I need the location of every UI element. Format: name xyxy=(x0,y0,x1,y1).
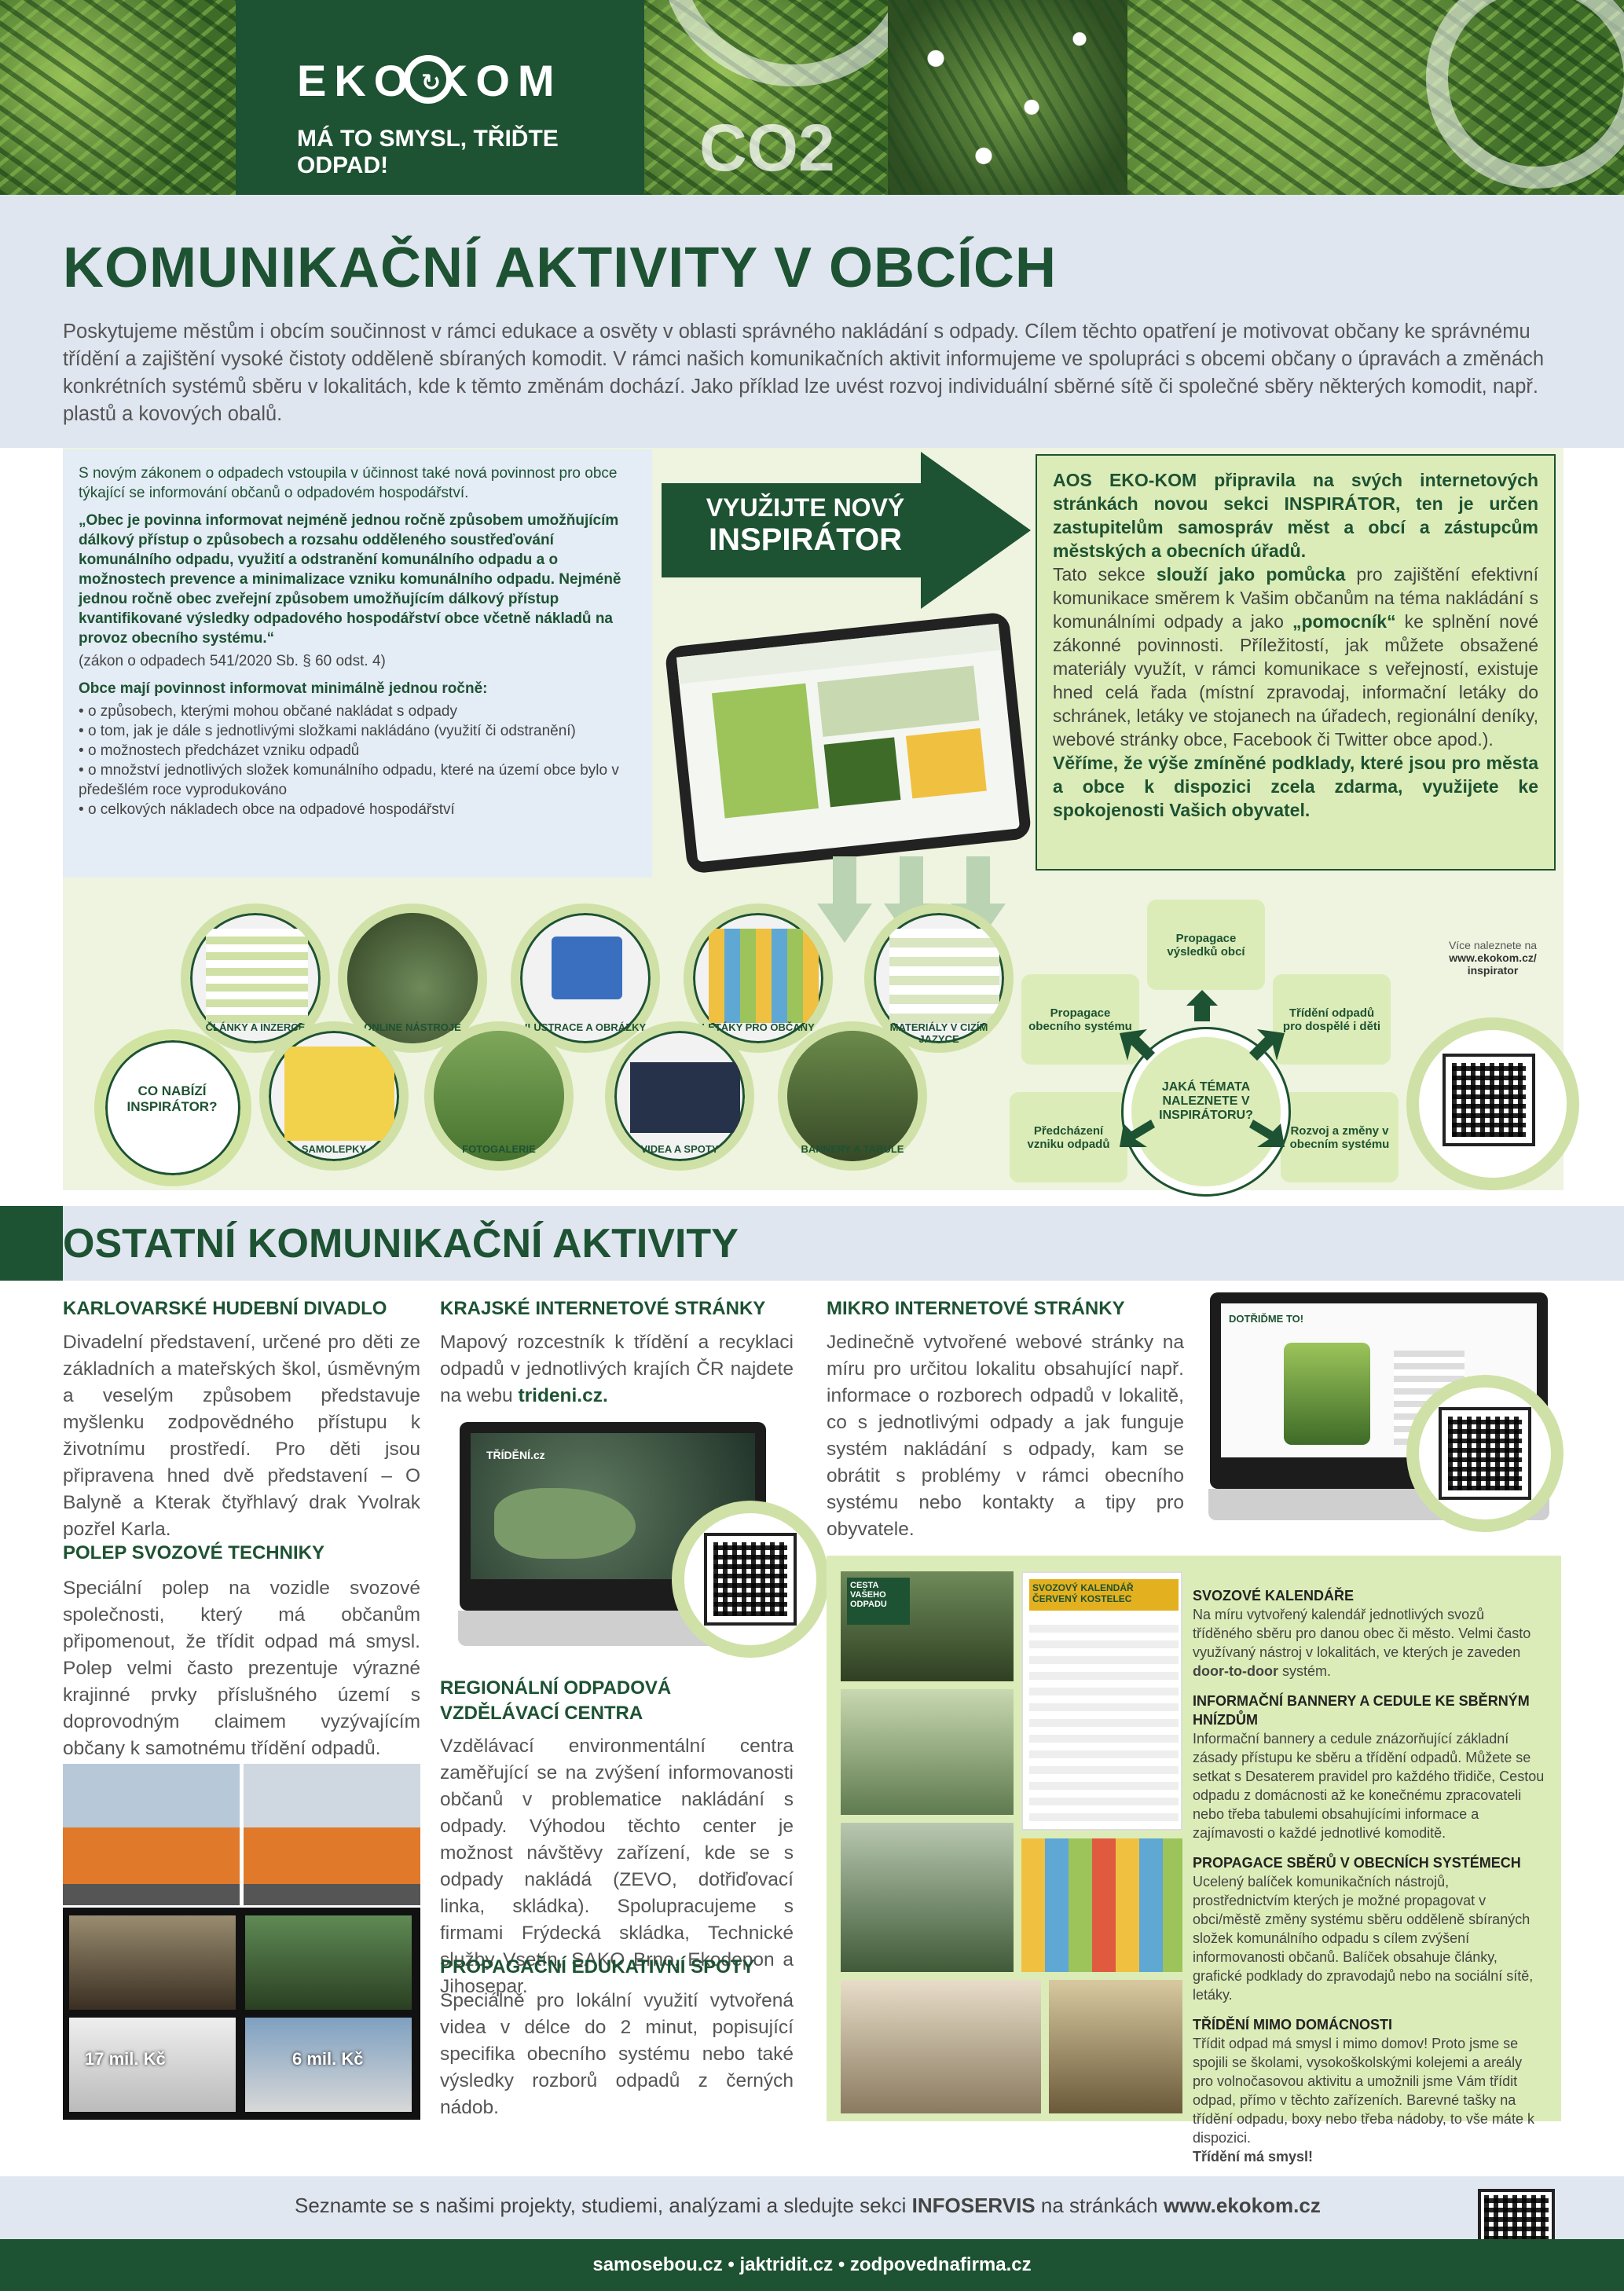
law-citation: (zákon o odpadech 541/2020 Sb. § 60 odst… xyxy=(79,653,386,669)
trideni-link[interactable]: trideni.cz. xyxy=(518,1385,608,1406)
qr-code-icon[interactable] xyxy=(1439,1407,1531,1500)
calendars-text: Na míru vytvořený kalendář jednotlivých … xyxy=(1193,1607,1531,1679)
list-item: o tom, jak je dále s jednotlivými složka… xyxy=(79,721,636,741)
arrow-line2: INSPIRÁTOR xyxy=(709,522,902,557)
banners-text: Informační bannery a cedule znázorňující… xyxy=(1193,1731,1545,1841)
calendars-heading: SVOZOVÉ KALENDÁŘE xyxy=(1193,1588,1355,1604)
spots-heading: PROPAGAČNÍ EDUKATIVNÍ SPOTY xyxy=(440,1956,755,1978)
logo-panel: EKO KOM ↻ MÁ TO SMYSL, TŘIĎTE ODPAD! xyxy=(236,0,644,195)
header-photo-fern-left xyxy=(0,0,236,195)
promotion-heading: PROPAGACE SBĚRŮ V OBECNÍCH SYSTÉMECH xyxy=(1193,1855,1521,1871)
theatre-heading: KARLOVARSKÉ HUDEBNÍ DIVADLO xyxy=(63,1298,387,1319)
film-label: 6 mil. Kč xyxy=(292,2049,364,2069)
page-title: KOMUNIKAČNÍ AKTIVITY V OBCÍCH xyxy=(63,236,1058,299)
truck-heading: POLEP SVOZOVÉ TECHNIKY xyxy=(63,1542,324,1563)
inspirator-p1: AOS EKO-KOM připravila na svých internet… xyxy=(1053,470,1538,561)
thumb-label: BANNERY A TABULE xyxy=(801,1143,904,1155)
recycle-icon: ↻ xyxy=(404,55,453,104)
video-filmstrip: 17 mil. Kč 6 mil. Kč xyxy=(63,1908,420,2120)
header-photo-flowers xyxy=(888,0,1127,195)
footer-links[interactable]: samosebou.cz • jaktridit.cz • zodpovedna… xyxy=(0,2239,1624,2291)
ring-shape xyxy=(1426,0,1624,189)
header-photo-fern-right xyxy=(1127,0,1624,195)
education-text: Vzdělávací environmentální centra zaměřu… xyxy=(440,1736,794,1997)
collage-photo xyxy=(841,1823,1014,1972)
outside-home-heading: TŘÍDĚNÍ MIMO DOMÁCNOSTI xyxy=(1193,2017,1392,2033)
collage-photo xyxy=(841,1689,1014,1815)
micro-title: DOTŘIĎME TO! xyxy=(1229,1313,1304,1325)
screen-label: TŘÍDĚNÍ.cz xyxy=(486,1449,545,1461)
footer-text: Seznamte se s našimi projekty, studiemi,… xyxy=(295,2194,1321,2217)
co2-label: CO2 xyxy=(699,111,835,185)
truck-text: Speciální polep na vozidle svozové spole… xyxy=(63,1578,420,1759)
thumb-label: ONLINE NÁSTROJE xyxy=(364,1021,461,1033)
topic-prevention[interactable]: Předcházení vzniku odpadů xyxy=(1010,1092,1127,1182)
monitor-image: TŘÍDĚNÍ.cz xyxy=(460,1422,766,1611)
offer-center: CO NABÍZÍ INSPIRÁTOR? xyxy=(94,1029,251,1186)
tablet-image xyxy=(664,610,1041,882)
film-label: 17 mil. Kč xyxy=(85,2049,166,2069)
outside-home-claim: Třídění má smysl! xyxy=(1193,2149,1314,2165)
ring-shape xyxy=(660,0,888,86)
regional-web-text: Mapový rozcestník k třídění a recyklaci … xyxy=(440,1332,794,1406)
inspirator-p2: Tato sekce slouží jako pomůcka pro zajiš… xyxy=(1053,564,1538,750)
spots-text: Speciálně pro lokální využití vytvořená … xyxy=(440,1990,794,2118)
list-item: o množství jednotlivých složek komunální… xyxy=(79,761,636,800)
law-list-heading: Obce mají povinnost informovat minimálně… xyxy=(79,680,488,697)
topic-municipal-system[interactable]: Propagace obecního systému xyxy=(1021,974,1139,1065)
theatre-text: Divadelní představení, určené pro děti z… xyxy=(63,1332,420,1540)
banners-heading: INFORMAČNÍ BANNERY A CEDULE KE SBĚRNÝM H… xyxy=(1193,1693,1530,1728)
header-photo-leaves: CO2 xyxy=(644,0,888,195)
list-item: o možnostech předcházet vzniku odpadů xyxy=(79,741,636,761)
truck-photo xyxy=(244,1764,420,1905)
micro-web-text: Jedinečně vytvořené webové stránky na mí… xyxy=(827,1332,1184,1540)
promotion-text: Ucelený balíček komunikačních nástrojů, … xyxy=(1193,1874,1534,2003)
thumb-label: ČLÁNKY A INZERCE xyxy=(205,1021,306,1033)
arrow-label: VYUŽIJTE NOVÝ INSPIRÁTOR xyxy=(691,493,919,558)
collage-photo xyxy=(1021,1838,1182,1972)
regional-web-heading: KRAJSKÉ INTERNETOVÉ STRÁNKY xyxy=(440,1298,766,1319)
thumb-label: LETÁKY PRO OBČANY xyxy=(702,1021,815,1033)
qr-code-icon[interactable] xyxy=(1443,1054,1535,1146)
inspirator-link[interactable]: www.ekokom.cz/ inspirator xyxy=(1449,951,1537,977)
law-box: S novým zákonem o odpadech vstoupila v ú… xyxy=(63,449,652,878)
law-list: o způsobech, kterými mohou občané naklád… xyxy=(79,702,636,819)
footer-info: Seznamte se s našimi projekty, studiemi,… xyxy=(0,2176,1624,2239)
thumb-label: ILUSTRACE A OBRÁZKY xyxy=(524,1021,647,1033)
right-info-list: SVOZOVÉ KALENDÁŘE Na míru vytvořený kale… xyxy=(1193,1575,1546,2166)
topic-system-changes[interactable]: Rozvoj a změny v obecním systému xyxy=(1281,1092,1399,1182)
collage-photo: CESTA VAŠEHO ODPADU xyxy=(841,1571,1014,1681)
inspirator-p3: Věříme, že výše zmíněné podklady, které … xyxy=(1053,753,1538,820)
section2-header: OSTATNÍ KOMUNIKAČNÍ AKTIVITY xyxy=(0,1206,1624,1281)
topic-sorting-adults-kids[interactable]: Třídění odpadů pro dospělé i děti xyxy=(1273,974,1391,1065)
collage-photo xyxy=(1049,1980,1182,2113)
intro-text: Poskytujeme městům i obcím součinnost v … xyxy=(63,321,1545,425)
education-heading: REGIONÁLNÍ ODPADOVÁ VZDĚLÁVACÍ CENTRA xyxy=(440,1677,672,1724)
ekokom-link[interactable]: www.ekokom.cz xyxy=(1163,2194,1321,2217)
thumb-label: MATERIÁLY V CIZÍM JAZYCE xyxy=(889,1021,988,1045)
law-intro: S novým zákonem o odpadech vstoupila v ú… xyxy=(79,465,618,501)
thumb-label: FOTOGALERIE xyxy=(462,1143,536,1155)
thumb-label: SAMOLEPKY xyxy=(301,1143,367,1155)
list-item: o způsobech, kterými mohou občané naklád… xyxy=(79,702,636,721)
micro-web-heading: MIKRO INTERNETOVÉ STRÁNKY xyxy=(827,1298,1125,1319)
more-info: Více naleznete na www.ekokom.cz/ inspira… xyxy=(1430,939,1556,977)
law-quote: „Obec je povinna informovat nejméně jedn… xyxy=(79,512,621,647)
title-band xyxy=(0,195,1624,448)
arrow-banner xyxy=(662,452,1031,609)
slogan: MÁ TO SMYSL, TŘIĎTE ODPAD! xyxy=(297,126,559,178)
collage-photo xyxy=(841,1980,1041,2113)
list-item: o celkových nákladech obce na odpadové h… xyxy=(79,800,636,819)
thumb-label: VIDEA A SPOTY xyxy=(640,1143,719,1155)
topic-arrows-icon xyxy=(1120,990,1285,1147)
topic-results[interactable]: Propagace výsledků obcí xyxy=(1147,900,1265,990)
arrow-line1: VYUŽIJTE NOVÝ xyxy=(706,493,905,522)
section2-title: OSTATNÍ KOMUNIKAČNÍ AKTIVITY xyxy=(63,1221,739,1266)
outside-home-text: Třídit odpad má smysl i mimo domov! Prot… xyxy=(1193,2036,1534,2146)
qr-code-icon[interactable] xyxy=(704,1533,797,1626)
inspirator-description: AOS EKO-KOM připravila na svých internet… xyxy=(1036,454,1556,871)
truck-photo xyxy=(63,1764,240,1905)
